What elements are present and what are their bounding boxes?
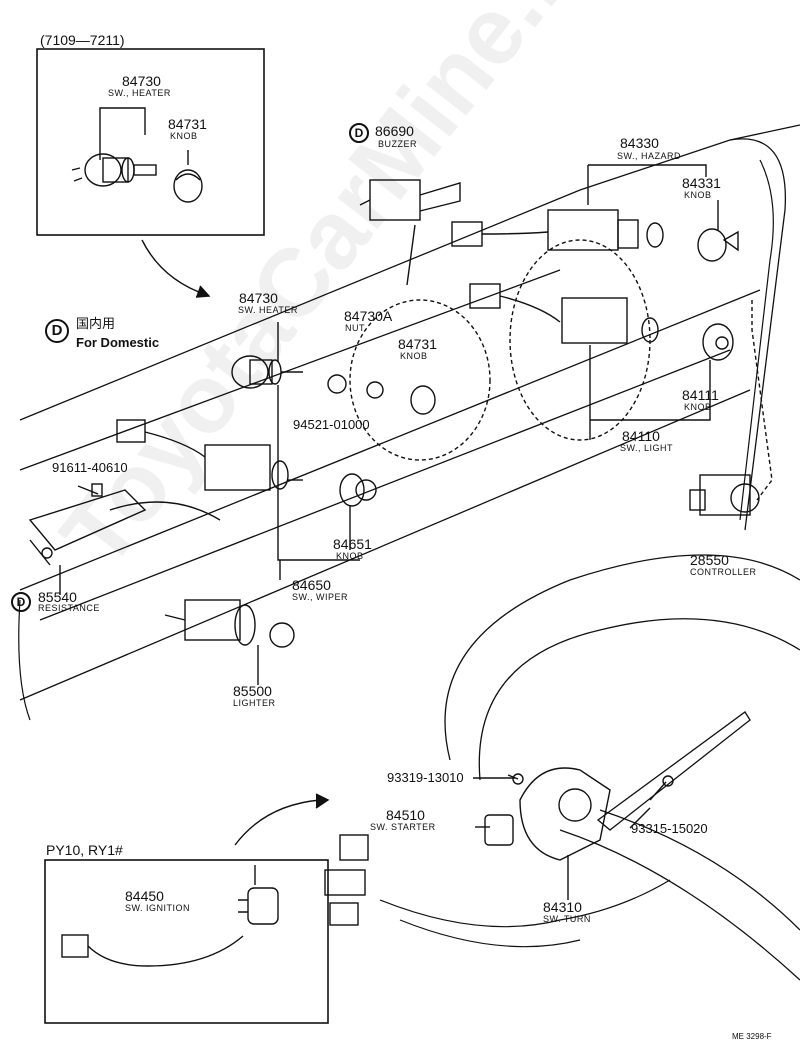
- bolt-93315: [649, 775, 674, 801]
- light-name: SW., LIGHT: [620, 443, 674, 453]
- washer-num: 94521-01000: [293, 417, 370, 432]
- ignition-name: SW. IGNITION: [125, 903, 191, 913]
- turn-lever: [596, 711, 751, 831]
- hazard-num: 84330: [620, 135, 659, 151]
- domestic-kanji: 国内用: [76, 316, 116, 331]
- inset-bottom-title: PY10, RY1#: [46, 842, 123, 858]
- light-switch: [561, 297, 659, 344]
- wiper-switch: [204, 444, 303, 491]
- starter-name: SW. STARTER: [370, 822, 436, 832]
- nut-name: NUT: [345, 323, 365, 333]
- nut-num: 84730A: [344, 308, 393, 324]
- lighter: [164, 599, 295, 648]
- bolt2-num: 93315-15020: [631, 821, 708, 836]
- turn-num: 84310: [543, 899, 582, 915]
- heater-knob-num: 84731: [398, 336, 437, 352]
- lighter-name: LIGHTER: [233, 698, 276, 708]
- domestic-symbol: D: [45, 319, 69, 343]
- hazard-connector: [451, 221, 549, 247]
- resistance-name: RESISTANCE: [38, 603, 100, 613]
- light-connector: [469, 283, 561, 323]
- ignition-connector: [61, 934, 244, 967]
- inset-heater-num: 84730: [122, 73, 161, 89]
- controller-name: CONTROLLER: [690, 567, 757, 577]
- screw1-num: 91611-40610: [52, 460, 128, 475]
- hazard-switch: [547, 209, 664, 251]
- light-knob: [702, 323, 734, 361]
- inset-knob: [173, 169, 203, 203]
- inset-top-frame: [36, 48, 265, 236]
- light-knob-num: 84111: [682, 387, 719, 403]
- ignition-num: 84450: [125, 888, 164, 904]
- light-knob-name: KNOB: [684, 402, 712, 412]
- inset-knob-num: 84731: [168, 116, 207, 132]
- inset-heater-switch: [71, 153, 157, 187]
- ignition-switch: [238, 887, 279, 925]
- lighter-num: 85500: [233, 683, 272, 699]
- resistance: [28, 489, 221, 566]
- heater-num: 84730: [239, 290, 278, 306]
- dash-panel: [19, 124, 800, 701]
- domestic-text: For Domestic: [76, 335, 160, 350]
- wiper-knob: [339, 473, 377, 507]
- hazard-knob: [697, 228, 739, 262]
- controller-num: 28550: [690, 552, 729, 568]
- inset-top-title: (7109—7211): [40, 32, 125, 48]
- heater-name: SW. HEATER: [238, 305, 298, 315]
- hazard-knob-num: 84331: [682, 175, 721, 191]
- hazard-knob-name: KNOB: [684, 190, 712, 200]
- column-connectors: [324, 834, 369, 926]
- buzzer: [359, 179, 461, 221]
- inset-heater-name: SW., HEATER: [108, 88, 171, 98]
- inset-bottom-frame: [44, 859, 329, 1024]
- inset-knob-name: KNOB: [170, 131, 198, 141]
- buzzer-domestic-symbol: D: [349, 123, 369, 143]
- turn-switch: [519, 767, 611, 861]
- wiper-connector: [116, 419, 206, 458]
- starter-num: 84510: [386, 807, 425, 823]
- hazard-name: SW., HAZARD: [617, 151, 682, 161]
- buzzer-name: BUZZER: [378, 139, 417, 149]
- controller: [689, 474, 760, 516]
- resistance-num: 85540: [38, 589, 77, 605]
- wiper-knob-num: 84651: [333, 536, 372, 552]
- light-num: 84110: [622, 428, 660, 444]
- screw-91611: [77, 483, 103, 497]
- resistance-domestic-symbol: D: [11, 592, 31, 612]
- nut-washer: [327, 374, 384, 399]
- wiper-knob-name: KNOB: [336, 551, 364, 561]
- bolt1-num: 93319-13010: [387, 770, 464, 785]
- starter-switch: [484, 814, 514, 846]
- wiper-name: SW., WIPER: [292, 592, 349, 602]
- footer-code: ME 3298-F: [732, 1032, 772, 1041]
- heater-knob-name: KNOB: [400, 351, 428, 361]
- wiper-num: 84650: [292, 577, 331, 593]
- heater-knob: [410, 385, 436, 415]
- bolt-93319: [507, 773, 524, 785]
- turn-name: SW. TURN: [543, 914, 591, 924]
- heater-switch: [231, 355, 303, 389]
- buzzer-num: 86690: [375, 123, 414, 139]
